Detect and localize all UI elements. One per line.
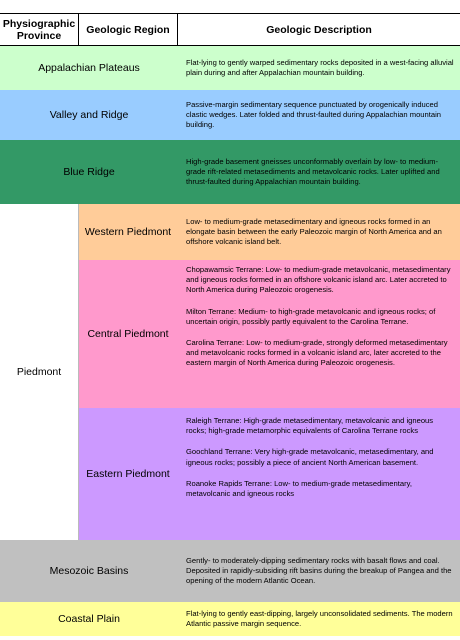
table-top-border	[0, 13, 460, 14]
province-valley-and-ridge: Valley and Ridge	[0, 90, 178, 140]
header-geologic-description: Geologic Description	[178, 14, 460, 46]
chopawamsic-terrane-text: Chopawamsic Terrane: Low- to medium-grad…	[186, 265, 451, 295]
description-valley-and-ridge: Passive-margin sedimentary sequence punc…	[178, 90, 460, 140]
province-appalachian-plateaus: Appalachian Plateaus	[0, 46, 178, 90]
region-western-piedmont: Western Piedmont	[78, 204, 178, 260]
roanoke-rapids-terrane-text: Roanoke Rapids Terrane: Low- to medium-g…	[186, 478, 412, 499]
province-piedmont: Piedmont	[0, 204, 78, 540]
region-eastern-piedmont: Eastern Piedmont	[78, 408, 178, 540]
header-divider-1	[78, 13, 79, 46]
raleigh-terrane-text: Raleigh Terrane: High-grade metasediment…	[186, 416, 434, 436]
description-coastal-plain: Flat-lying to gently east-dipping, large…	[178, 602, 460, 636]
province-mesozoic-basins: Mesozoic Basins	[0, 540, 178, 602]
region-central-piedmont: Central Piedmont	[78, 260, 178, 408]
piedmont-divider	[78, 204, 79, 540]
description-central-piedmont: Chopawamsic Terrane: Low- to medium-grad…	[178, 260, 460, 408]
description-western-piedmont: Low- to medium-grade metasedimentary and…	[178, 204, 460, 260]
goochland-terrane-text: Goochland Terrane: Very high-grade metav…	[186, 447, 434, 467]
description-mesozoic-basins: Gently- to moderately-dipping sedimentar…	[178, 540, 460, 602]
province-blue-ridge: Blue Ridge	[0, 140, 178, 204]
header-divider-2	[177, 13, 178, 46]
province-coastal-plain: Coastal Plain	[0, 602, 178, 636]
description-appalachian-plateaus: Flat-lying to gently warped sedimentary …	[178, 46, 460, 90]
milton-terrane-text: Milton Terrane: Medium- to high-grade me…	[186, 306, 436, 326]
header-physiographic-province: Physiographic Province	[0, 14, 78, 46]
header-geologic-region: Geologic Region	[78, 14, 178, 46]
description-eastern-piedmont: Raleigh Terrane: High-grade metasediment…	[178, 408, 460, 540]
description-blue-ridge: High-grade basement gneisses unconformab…	[178, 140, 460, 204]
carolina-terrane-text: Carolina Terrane: Low- to medium-grade, …	[186, 338, 448, 368]
header-bottom-border	[0, 45, 460, 46]
